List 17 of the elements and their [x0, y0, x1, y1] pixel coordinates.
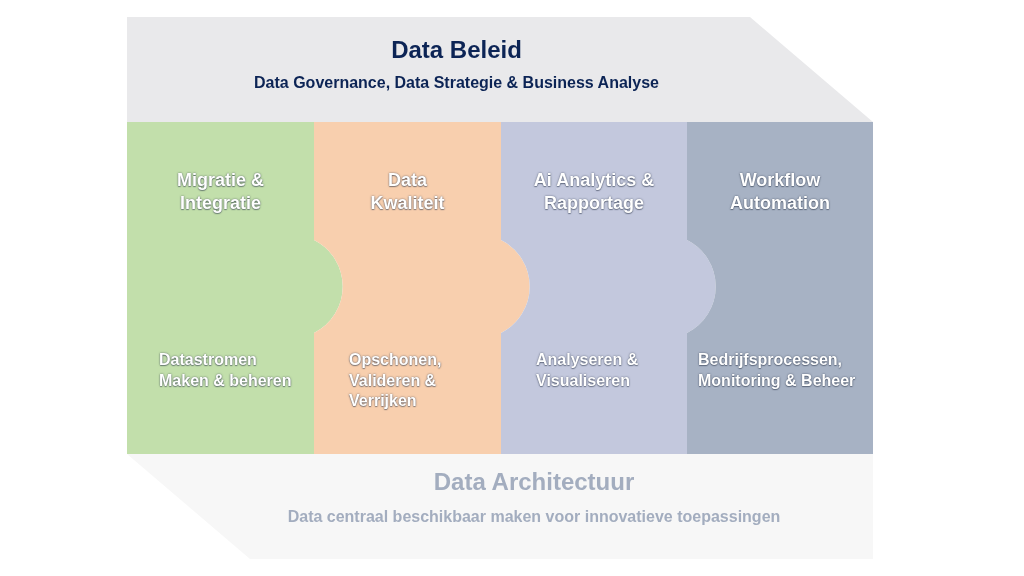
- piece-title: Workflow Automation: [729, 169, 831, 215]
- piece-title: Data Kwaliteit: [369, 169, 446, 215]
- band-subtitle: Data Governance, Data Strategie & Business Analyse: [254, 73, 659, 93]
- band-subtitle: Data centraal beschikbaar maken voor innovatieve toepassingen: [287, 507, 781, 527]
- piece-description: Analyseren & Visualiseren: [536, 350, 640, 391]
- puzzle-piece: [127, 122, 344, 454]
- piece-description: Bedrijfsprocessen, Monitoring & Beheer: [698, 350, 857, 391]
- puzzle-piece: [687, 122, 873, 454]
- piece-title: Ai Analytics & Rapportage: [532, 169, 656, 215]
- piece-description: Opschonen, Valideren & Verrijken: [349, 350, 443, 411]
- piece-description: Datastromen Maken & beheren: [159, 350, 293, 391]
- band-title: Data Architectuur: [433, 468, 635, 496]
- piece-title: Migratie & Integratie: [176, 169, 265, 215]
- top-band: [127, 17, 873, 122]
- band-title: Data Beleid: [391, 36, 522, 64]
- puzzle-piece: [314, 122, 531, 454]
- bottom-band: [127, 454, 873, 559]
